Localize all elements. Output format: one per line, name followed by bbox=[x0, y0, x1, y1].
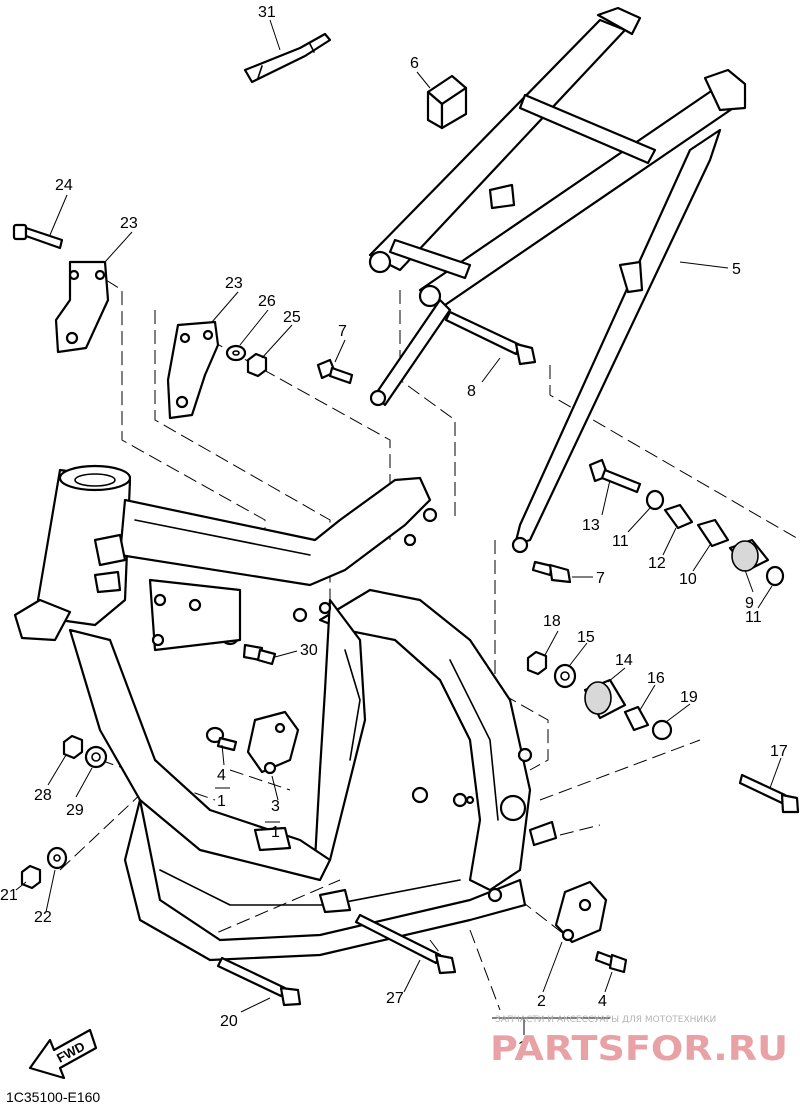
part-17-bolt bbox=[738, 773, 800, 814]
watermark-brand: PARTSFOR.RU bbox=[490, 1029, 788, 1069]
part-8-bolt bbox=[444, 310, 537, 366]
label-24: 24 bbox=[55, 177, 73, 194]
label-16: 16 bbox=[647, 670, 665, 687]
label-12: 12 bbox=[648, 555, 666, 572]
part-12-collar bbox=[663, 503, 694, 530]
part-22-washer bbox=[46, 846, 68, 870]
label-10: 10 bbox=[679, 571, 697, 588]
part-labels: 31 6 5 24 23 23 26 25 7 8 13 11 12 10 9 … bbox=[0, 4, 788, 1056]
part-11-washer-a bbox=[645, 489, 665, 511]
part-1-main-frame bbox=[13, 464, 558, 962]
part-9-bushing bbox=[728, 538, 770, 572]
label-27: 27 bbox=[386, 990, 404, 1007]
part-23-bracket-b bbox=[166, 320, 220, 420]
label-1b: 1 bbox=[271, 824, 280, 841]
part-21-nut bbox=[20, 864, 42, 890]
label-30: 30 bbox=[300, 642, 318, 659]
part-16-collar bbox=[623, 705, 650, 732]
label-19: 19 bbox=[680, 689, 698, 706]
label-20: 20 bbox=[220, 1013, 238, 1030]
label-7b: 7 bbox=[596, 570, 605, 587]
label-8: 8 bbox=[467, 383, 476, 400]
label-14: 14 bbox=[615, 652, 633, 669]
label-23a: 23 bbox=[120, 215, 138, 232]
part-4-bolt-a bbox=[205, 726, 238, 752]
label-9: 9 bbox=[745, 595, 754, 612]
leader-lines bbox=[15, 19, 782, 1035]
part-3-bracket bbox=[246, 710, 300, 775]
label-3: 3 bbox=[271, 798, 280, 815]
label-26: 26 bbox=[258, 293, 276, 310]
label-2: 2 bbox=[537, 993, 546, 1010]
part-14-bushing bbox=[583, 678, 627, 720]
label-1a: 1 bbox=[217, 793, 226, 810]
part-23-bracket-a bbox=[54, 260, 110, 354]
label-15: 15 bbox=[577, 629, 595, 646]
label-11b: 11 bbox=[745, 609, 762, 626]
watermark: ЗАПЧАСТИ И АКСЕССУАРЫ ДЛЯ МОТОТЕХНИКИ PA… bbox=[490, 1015, 788, 1069]
label-28: 28 bbox=[34, 787, 52, 804]
label-17: 17 bbox=[770, 743, 788, 760]
label-13: 13 bbox=[582, 517, 600, 534]
label-11a: 11 bbox=[612, 533, 629, 550]
part-6-damper bbox=[426, 74, 468, 130]
label-7a: 7 bbox=[338, 323, 347, 340]
part-18-nut bbox=[526, 650, 548, 676]
part-24-bolt bbox=[12, 223, 64, 250]
part-10-collar bbox=[696, 518, 730, 548]
label-4b: 4 bbox=[598, 993, 607, 1010]
label-31: 31 bbox=[258, 4, 276, 21]
label-4a: 4 bbox=[217, 767, 226, 784]
part-13-bolt bbox=[588, 458, 642, 494]
label-5: 5 bbox=[732, 261, 741, 278]
label-6: 6 bbox=[410, 55, 419, 72]
fwd-arrow-icon: FWD bbox=[28, 1028, 98, 1080]
part-29-washer bbox=[84, 745, 108, 769]
label-25: 25 bbox=[283, 309, 301, 326]
part-26-washer bbox=[225, 344, 247, 362]
part-7-bolt-b bbox=[531, 560, 572, 584]
part-5-subframe bbox=[368, 6, 747, 554]
label-21: 21 bbox=[0, 887, 18, 904]
label-29: 29 bbox=[66, 802, 84, 819]
part-7-bolt-a bbox=[316, 358, 354, 385]
part-11-washer-b bbox=[765, 565, 785, 587]
part-31-bracket bbox=[243, 32, 332, 84]
part-15-washer bbox=[553, 663, 577, 689]
part-20-bolt bbox=[216, 956, 302, 1007]
label-23b: 23 bbox=[225, 275, 243, 292]
watermark-tagline: ЗАПЧАСТИ И АКСЕССУАРЫ ДЛЯ МОТОТЕХНИКИ bbox=[495, 1015, 716, 1025]
part-25-nut bbox=[246, 352, 268, 378]
part-2-bracket bbox=[554, 880, 608, 944]
part-27-bolt bbox=[354, 913, 457, 975]
label-1c: 1 bbox=[518, 1039, 527, 1056]
label-18: 18 bbox=[543, 613, 561, 630]
part-19-washer bbox=[651, 719, 673, 741]
label-22: 22 bbox=[34, 909, 52, 926]
part-28-nut bbox=[62, 734, 84, 760]
diagram-code: 1C35100-E160 bbox=[6, 1089, 100, 1105]
part-4-bolt-b bbox=[594, 950, 628, 974]
